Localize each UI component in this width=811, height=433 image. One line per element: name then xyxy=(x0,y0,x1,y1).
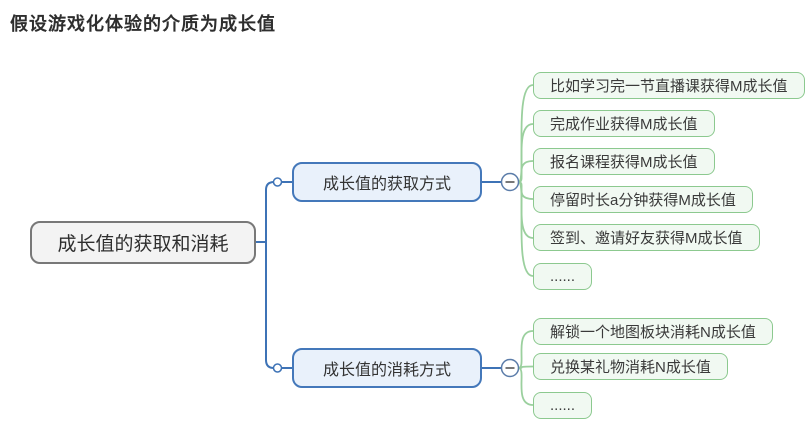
branch2-leaf-connectors xyxy=(518,330,534,406)
leaf-node[interactable]: 比如学习完一节直播课获得M成长值 xyxy=(533,72,805,99)
leaf-node[interactable]: 停留时长a分钟获得M成长值 xyxy=(533,186,753,213)
connector-dots xyxy=(272,177,283,373)
branch-node-acquire[interactable]: 成长值的获取方式 xyxy=(292,162,482,202)
root-branch-connectors xyxy=(256,181,502,369)
collapse-minus-icon-consume[interactable] xyxy=(500,358,520,378)
leaf-node[interactable]: 签到、邀请好友获得M成长值 xyxy=(533,224,760,251)
collapse-minus-icon-acquire[interactable] xyxy=(500,172,520,192)
leaf-node[interactable]: 解锁一个地图板块消耗N成长值 xyxy=(533,318,773,345)
connector-branch-bracket xyxy=(265,181,275,369)
leaf-node-ellipsis[interactable]: ...... xyxy=(533,263,593,290)
connector-leaf xyxy=(518,330,534,369)
branch-node-consume[interactable]: 成长值的消耗方式 xyxy=(292,348,482,388)
branch1-leaf-connectors xyxy=(517,84,534,277)
connector-leaf xyxy=(517,181,534,277)
leaf-node-ellipsis[interactable]: ...... xyxy=(533,392,593,419)
root-node[interactable]: 成长值的获取和消耗 xyxy=(30,221,256,264)
connector-dot-icon xyxy=(272,363,283,373)
leaf-node[interactable]: 报名课程获得M成长值 xyxy=(533,148,715,175)
leaf-node[interactable]: 兑换某礼物消耗N成长值 xyxy=(533,353,728,380)
leaf-node[interactable]: 完成作业获得M成长值 xyxy=(533,110,715,137)
connector-leaf xyxy=(518,367,534,406)
connector-leaf xyxy=(517,84,534,183)
page-title: 假设游戏化体验的介质为成长值 xyxy=(10,14,276,34)
connector-dot-icon xyxy=(272,177,283,187)
